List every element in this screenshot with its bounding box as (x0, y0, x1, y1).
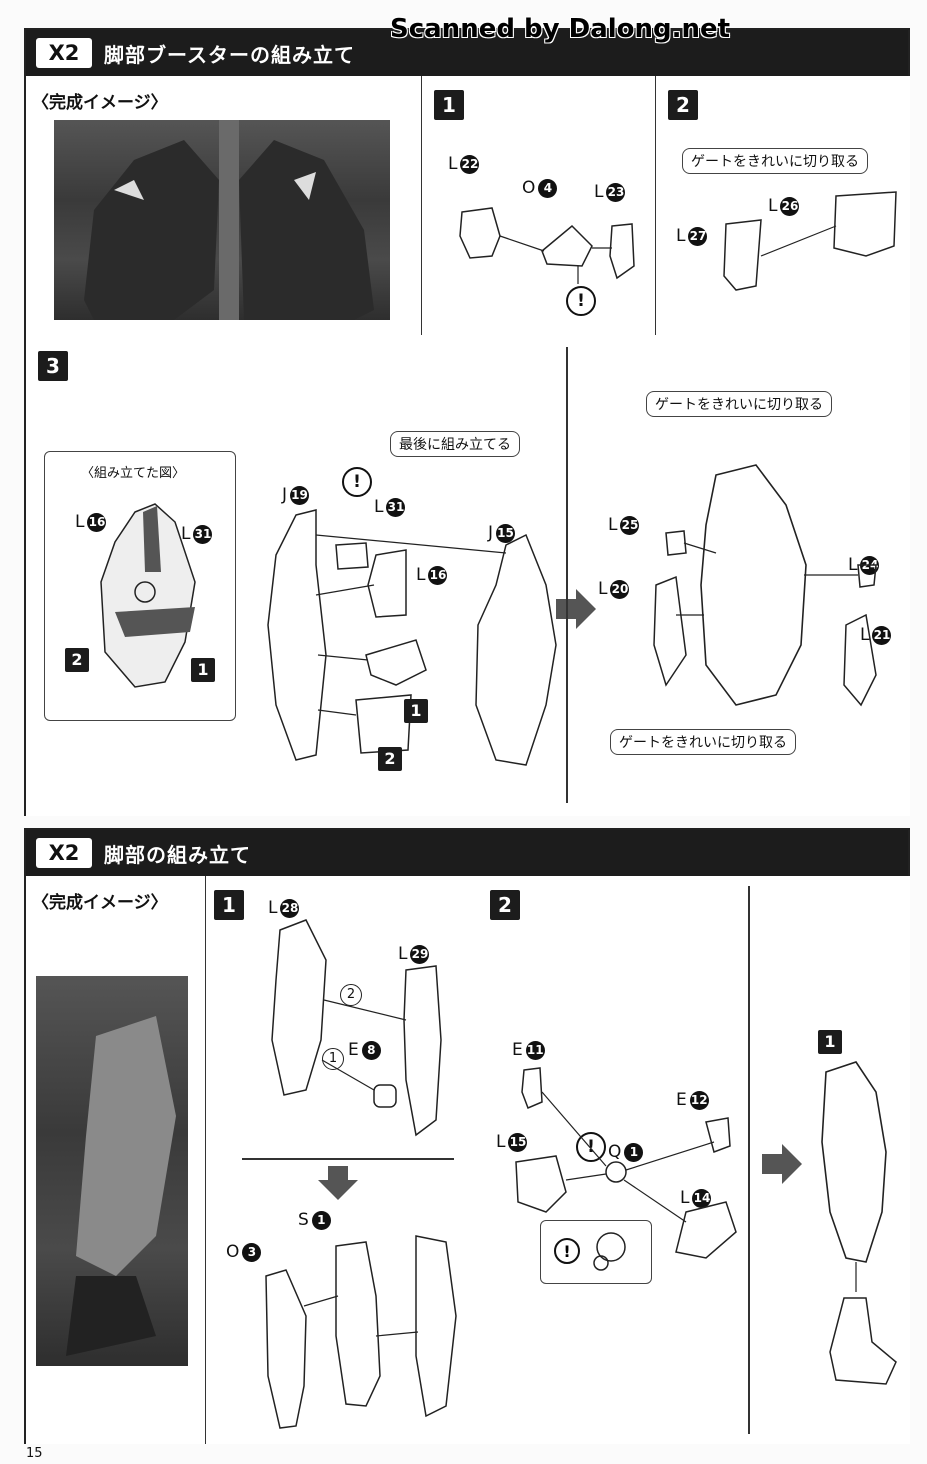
svg-text:!: ! (563, 1242, 570, 1261)
gate-callout: ゲートをきれいに切り取る (682, 148, 868, 174)
final-substep-1: 1 (818, 1030, 842, 1054)
step2-final-drawing (821, 1061, 897, 1385)
section-title: 脚部の組み立て (104, 843, 251, 867)
section-header: X2 脚部ブースターの組み立て (26, 30, 908, 76)
detail-inset-box: ! (540, 1220, 652, 1284)
leg-photo-shapes (66, 1016, 176, 1356)
order-marker-2: 2 (340, 984, 362, 1006)
assembled-substep-1: 1 (191, 658, 215, 682)
step-number: 1 (214, 890, 244, 920)
gate-callout-bottom: ゲートをきれいに切り取る (610, 729, 796, 755)
multiplier-badge: X2 (36, 838, 92, 868)
substep-1: 1 (404, 699, 428, 723)
step1-upper-drawing (271, 919, 442, 1137)
warning-icon: ! (576, 1132, 606, 1162)
order-marker-1: 1 (322, 1048, 344, 1070)
step3-final-drawing (653, 464, 877, 707)
arrow-down-icon (318, 1166, 358, 1200)
step-number: 2 (490, 890, 520, 920)
step2-parts-drawing (723, 191, 897, 291)
section-title: 脚部ブースターの組み立て (104, 43, 355, 67)
last-assembly-callout: 最後に組み立てる (390, 431, 520, 457)
watermark-text: Scanned by Dalong.net (390, 14, 731, 44)
complete-image-photo (54, 120, 390, 320)
detail-inset-drawing: ! (554, 1232, 626, 1271)
complete-image-panel: 〈完成イメージ〉 (26, 76, 422, 336)
arrow-right-icon (556, 589, 596, 629)
assembled-substep-2: 2 (65, 648, 89, 672)
warning-icon: ! (342, 467, 372, 497)
step1-parts-drawing (459, 207, 635, 284)
arrow-right-icon (762, 1144, 802, 1184)
step-number: 3 (38, 351, 68, 381)
step-number: 1 (434, 90, 464, 120)
divider-line (242, 1158, 454, 1160)
booster-photo-shapes (84, 120, 374, 320)
complete-image-label: 〈完成イメージ〉 (32, 893, 168, 913)
step3-exploded-drawing (267, 509, 557, 766)
section-header: X2 脚部の組み立て (26, 830, 908, 876)
warning-icon: ! (566, 286, 596, 316)
step2-exploded-drawing (515, 1067, 737, 1259)
page-number: 15 (26, 1446, 43, 1461)
assembled-drawing (100, 503, 196, 688)
gate-callout-top: ゲートをきれいに切り取る (646, 391, 832, 417)
multiplier-badge: X2 (36, 38, 92, 68)
complete-image-panel: 〈完成イメージ〉 (26, 876, 206, 1444)
step-number: 2 (668, 90, 698, 120)
divider-line (566, 347, 568, 803)
complete-image-label: 〈完成イメージ〉 (32, 93, 168, 113)
complete-image-photo (36, 976, 188, 1366)
substep-2: 2 (378, 747, 402, 771)
divider-line (748, 886, 750, 1434)
step1-lower-drawing (265, 1235, 457, 1429)
assembled-view-label: 〈組み立てた図〉 (81, 466, 186, 481)
